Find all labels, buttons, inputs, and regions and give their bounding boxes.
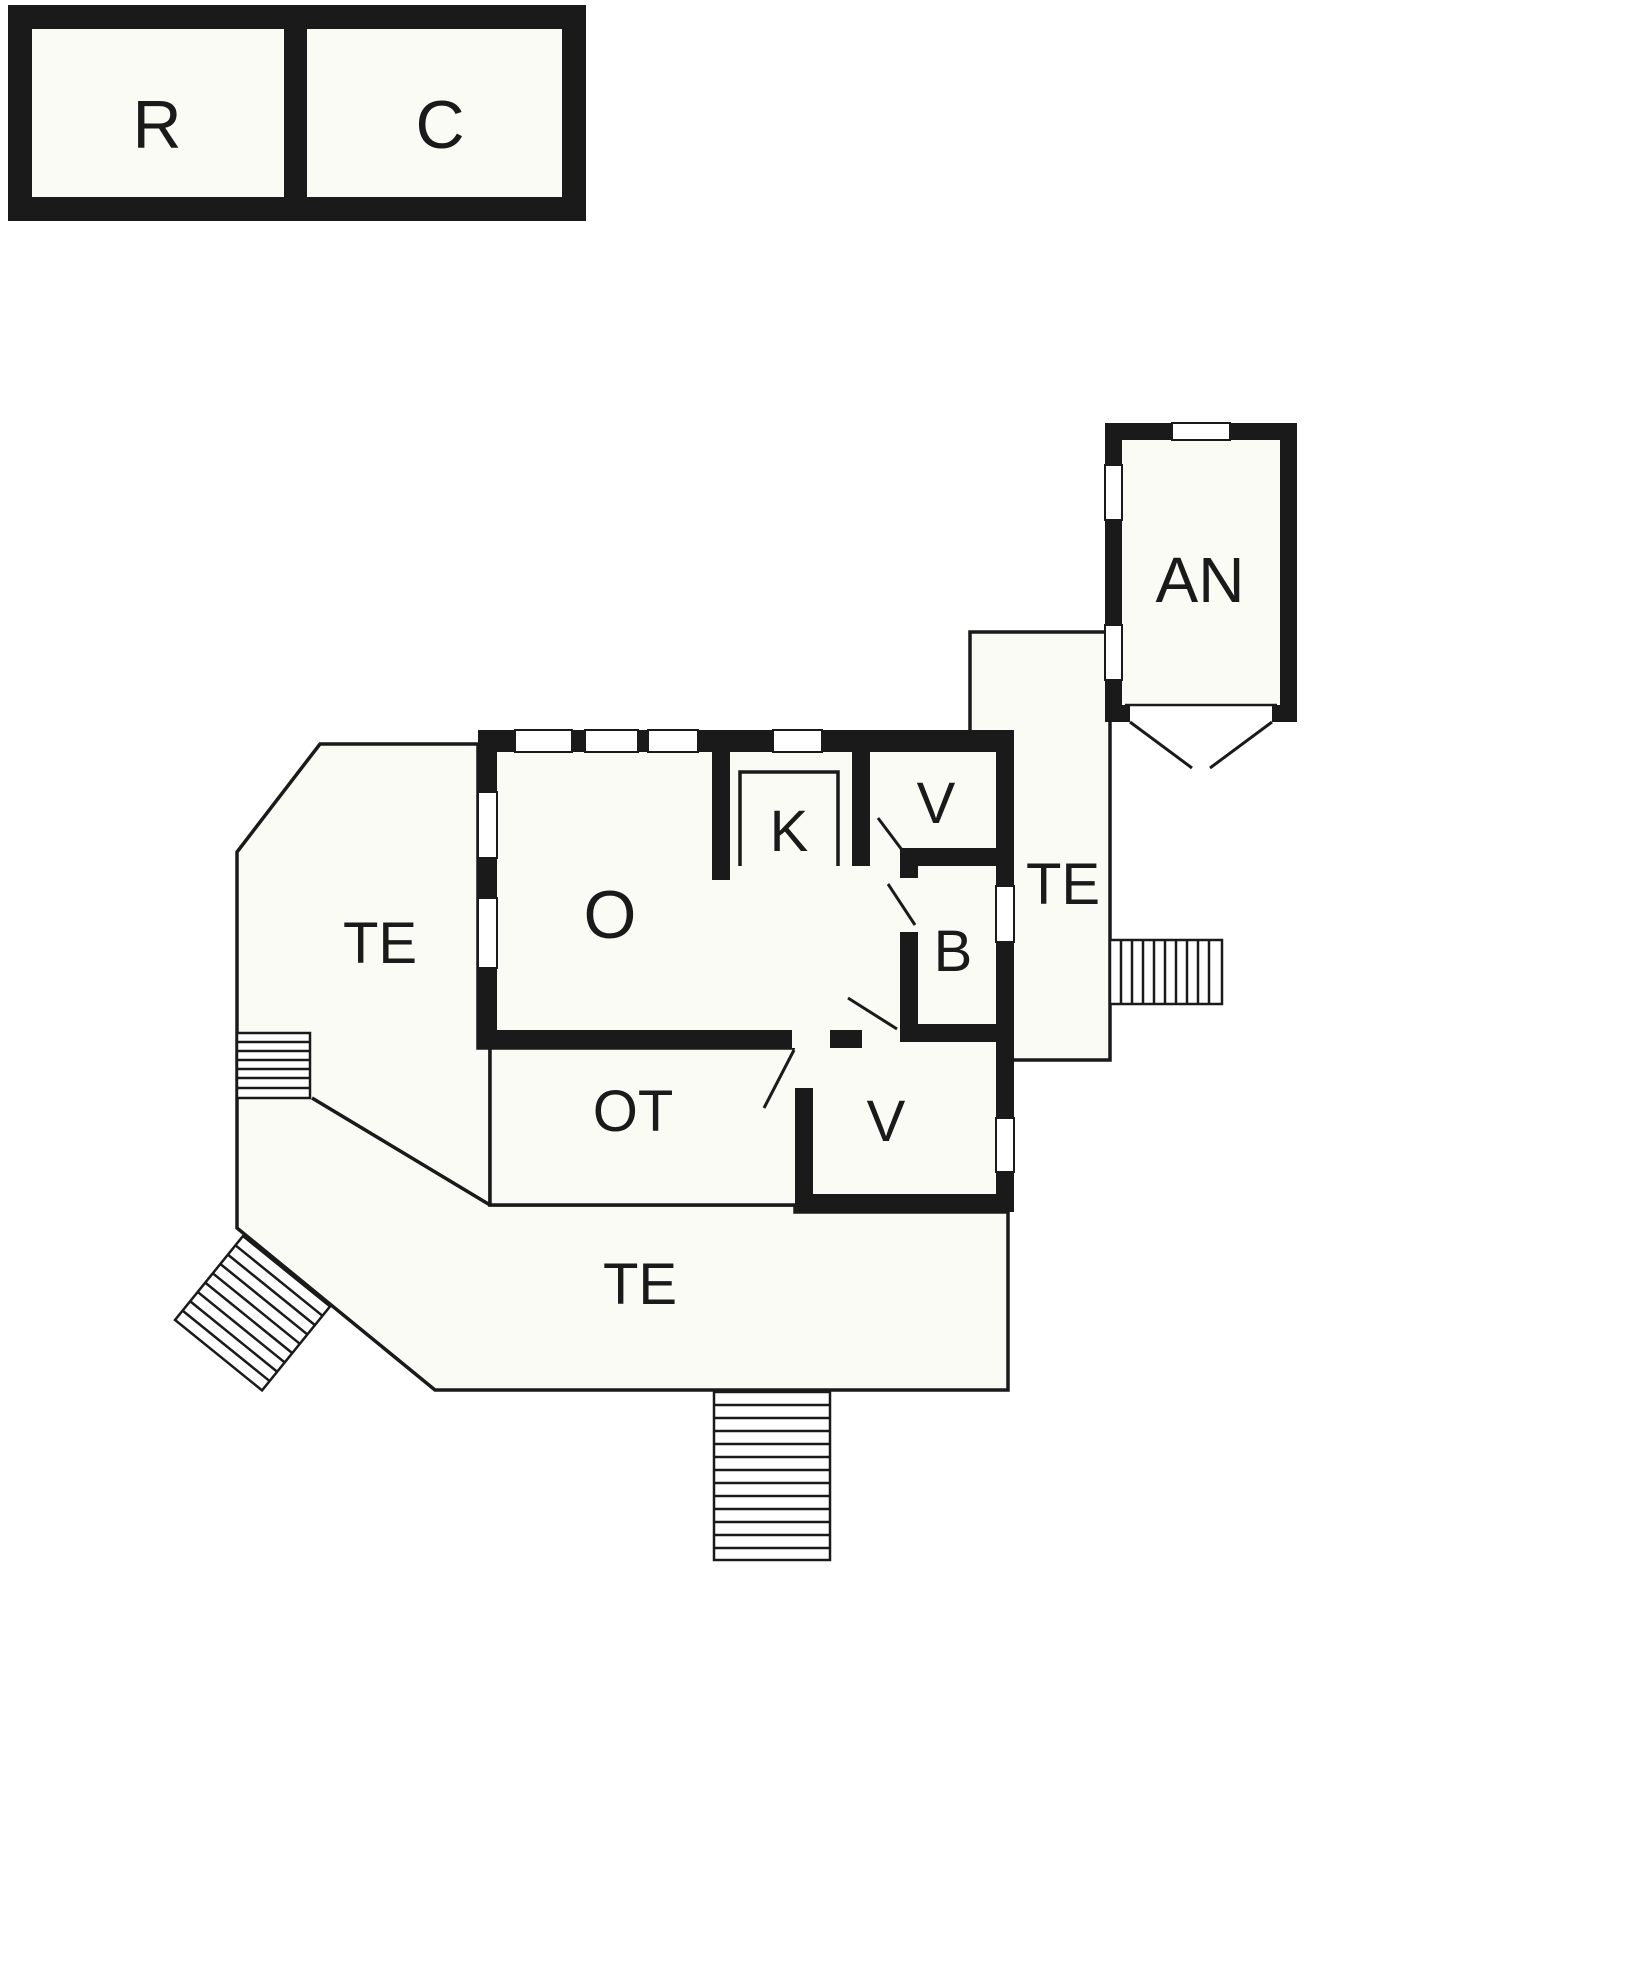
room-label-o: O bbox=[584, 877, 637, 953]
annex bbox=[1104, 422, 1297, 770]
door-swing bbox=[762, 817, 917, 1109]
stairs-left bbox=[235, 1031, 312, 1100]
room-label-c: C bbox=[415, 87, 464, 163]
door-swing bbox=[1129, 720, 1273, 770]
terrace-label-left: TE bbox=[343, 911, 417, 976]
stairs-right bbox=[1108, 938, 1224, 1006]
room-label-b: B bbox=[934, 919, 973, 984]
kitchen-alcove-outline bbox=[738, 770, 840, 866]
terrace-edge-line bbox=[311, 1096, 491, 1207]
window-icon bbox=[477, 729, 1015, 1173]
stairs-bottom bbox=[712, 1390, 832, 1562]
window-icon bbox=[1104, 422, 1231, 681]
outbuilding bbox=[8, 5, 586, 221]
room-r-floor bbox=[32, 29, 284, 197]
room-label-v-bottom: V bbox=[867, 1089, 906, 1154]
room-label-v-top: V bbox=[917, 771, 956, 836]
room-c-floor bbox=[307, 29, 562, 197]
terrace-label-right: TE bbox=[1026, 852, 1100, 917]
terrace-label-bottom: TE bbox=[603, 1252, 677, 1317]
room-label-r: R bbox=[132, 87, 181, 163]
stairs-diagonal bbox=[173, 1234, 332, 1393]
room-label-ot: OT bbox=[593, 1079, 674, 1144]
room-label-an: AN bbox=[1156, 544, 1245, 616]
terrace-ot bbox=[488, 1046, 814, 1207]
room-label-k: K bbox=[770, 799, 809, 864]
main-house-floor bbox=[478, 730, 1014, 1212]
